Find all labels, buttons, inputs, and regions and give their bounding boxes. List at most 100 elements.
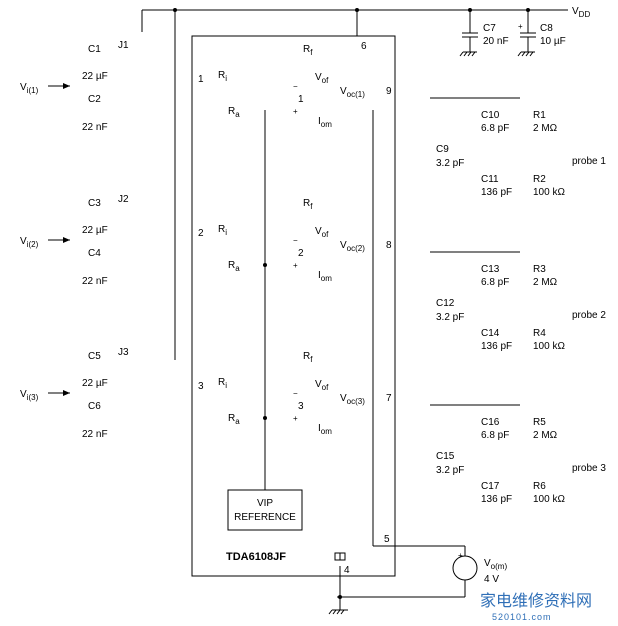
vom-plus: + <box>458 551 463 560</box>
ch2-r-top-value: 2 MΩ <box>533 277 558 288</box>
ic-name: TDA6108JF <box>226 551 286 563</box>
pin4-label: 4 <box>344 565 350 576</box>
ch1-ca-name: C1 <box>88 44 101 55</box>
ch1-pin-in: 1 <box>198 74 204 85</box>
ch3-plus-sign: + <box>293 414 298 423</box>
vip-line1: VIP <box>257 498 273 509</box>
ch2-iom-label: Iom <box>318 270 332 283</box>
ch2-c-bot-name: C14 <box>481 328 500 339</box>
ch2-vin-label: Vi(2) <box>20 236 39 249</box>
c8-value: 10 µF <box>540 36 566 47</box>
ch3-voc-label: Voc(3) <box>340 393 365 406</box>
ch3-ra-label: Ra <box>228 413 240 426</box>
ch2-probe-label: probe 2 <box>572 310 606 321</box>
ch3-amp-number: 3 <box>298 401 304 412</box>
ch2-c-top-name: C13 <box>481 264 500 275</box>
ch3-probe-label: probe 3 <box>572 463 606 474</box>
ch1-amp-number: 1 <box>298 94 304 105</box>
capacitor-c7 <box>459 10 478 57</box>
ch1-plus-sign: + <box>293 107 298 116</box>
ch1-cp-name: C9 <box>436 144 449 155</box>
ch3-r-bot-value: 100 kΩ <box>533 494 565 505</box>
ch2-voc-label: Voc(2) <box>340 240 365 253</box>
ch3-c-bot-name: C17 <box>481 481 500 492</box>
ch3-ca-value: 22 µF <box>82 378 108 389</box>
ch3-iom-label: Iom <box>318 423 332 436</box>
ch3-c-top-name: C16 <box>481 417 500 428</box>
c8-plus: + <box>518 22 523 31</box>
ic-package <box>191 35 396 577</box>
watermark-url: 520101.com <box>492 612 552 622</box>
ch2-rf-label: Rf <box>303 198 313 211</box>
ch3-pin-out: 7 <box>386 393 392 404</box>
vom-label: Vo(m) <box>484 558 507 571</box>
ch2-cb-value: 22 nF <box>82 276 108 287</box>
ch3-ca-name: C5 <box>88 351 101 362</box>
ch2-ca-value: 22 µF <box>82 225 108 236</box>
ch2-plus-sign: + <box>293 261 298 270</box>
ch2-vof-label: Vof <box>315 226 329 239</box>
ch2-minus-sign: − <box>293 236 298 245</box>
watermark-text: 家电维修资料网 <box>480 592 592 610</box>
ch2-r-bot-value: 100 kΩ <box>533 341 565 352</box>
vdd-rail <box>141 8 568 360</box>
ch1-cp-value: 3.2 pF <box>436 158 464 169</box>
ch1-r-top-value: 2 MΩ <box>533 123 558 134</box>
ch3-pin-in: 3 <box>198 381 204 392</box>
ch1-c-bot-name: C11 <box>481 174 499 185</box>
vip-reference-block <box>227 489 303 531</box>
ch1-cb-name: C2 <box>88 94 101 105</box>
ch3-rf-label: Rf <box>303 351 313 364</box>
ch2-pin-out: 8 <box>386 240 392 251</box>
ch1-r-bot-value: 100 kΩ <box>533 187 565 198</box>
ch3-cp-name: C15 <box>436 451 455 462</box>
ch2-cp-name: C12 <box>436 298 455 309</box>
ch2-ca-name: C3 <box>88 198 101 209</box>
ch2-ra-label: Ra <box>228 260 240 273</box>
ch1-c-bot-value: 136 pF <box>481 187 512 198</box>
c7-name: C7 <box>483 23 496 34</box>
ch1-iom-label: Iom <box>318 116 332 129</box>
ch3-vin-label: Vi(3) <box>20 389 39 402</box>
ch3-cp-value: 3.2 pF <box>436 465 464 476</box>
ch3-j-label: J3 <box>118 347 129 358</box>
ch2-cb-name: C4 <box>88 248 101 259</box>
c7-value: 20 nF <box>483 36 509 47</box>
ch1-ri-label: Ri <box>218 70 227 83</box>
ch1-minus-sign: − <box>293 82 298 91</box>
ch3-minus-sign: − <box>293 389 298 398</box>
ch1-probe-label: probe 1 <box>572 156 606 167</box>
ch2-r-bot-name: R4 <box>533 328 546 339</box>
ch2-cp-value: 3.2 pF <box>436 312 464 323</box>
ch1-c-top-name: C10 <box>481 110 500 121</box>
ch3-r-top-value: 2 MΩ <box>533 430 558 441</box>
ch1-c-top-value: 6.8 pF <box>481 123 509 134</box>
pin6-label: 6 <box>361 41 367 52</box>
ch3-r-top-name: R5 <box>533 417 546 428</box>
ch3-r-bot-name: R6 <box>533 481 546 492</box>
ch3-c-top-value: 6.8 pF <box>481 430 509 441</box>
ch1-r-top-name: R1 <box>533 110 546 121</box>
vom-circuit <box>328 110 478 615</box>
ch3-vof-label: Vof <box>315 379 329 392</box>
ch1-j-label: J1 <box>118 40 129 51</box>
capacitor-c8 <box>517 10 536 57</box>
ch1-vof-label: Vof <box>315 72 329 85</box>
ch3-ri-label: Ri <box>218 377 227 390</box>
ch1-cb-value: 22 nF <box>82 122 108 133</box>
ch1-vin-label: Vi(1) <box>20 82 39 95</box>
ch3-cb-value: 22 nF <box>82 429 108 440</box>
c8-name: C8 <box>540 23 553 34</box>
ch3-cb-name: C6 <box>88 401 101 412</box>
pin5-label: 5 <box>384 534 390 545</box>
ch1-ca-value: 22 µF <box>82 71 108 82</box>
ch1-voc-label: Voc(1) <box>340 86 365 99</box>
ch1-r-bot-name: R2 <box>533 174 546 185</box>
ch1-rf-label: Rf <box>303 44 313 57</box>
ch1-pin-out: 9 <box>386 86 392 97</box>
ch2-c-top-value: 6.8 pF <box>481 277 509 288</box>
